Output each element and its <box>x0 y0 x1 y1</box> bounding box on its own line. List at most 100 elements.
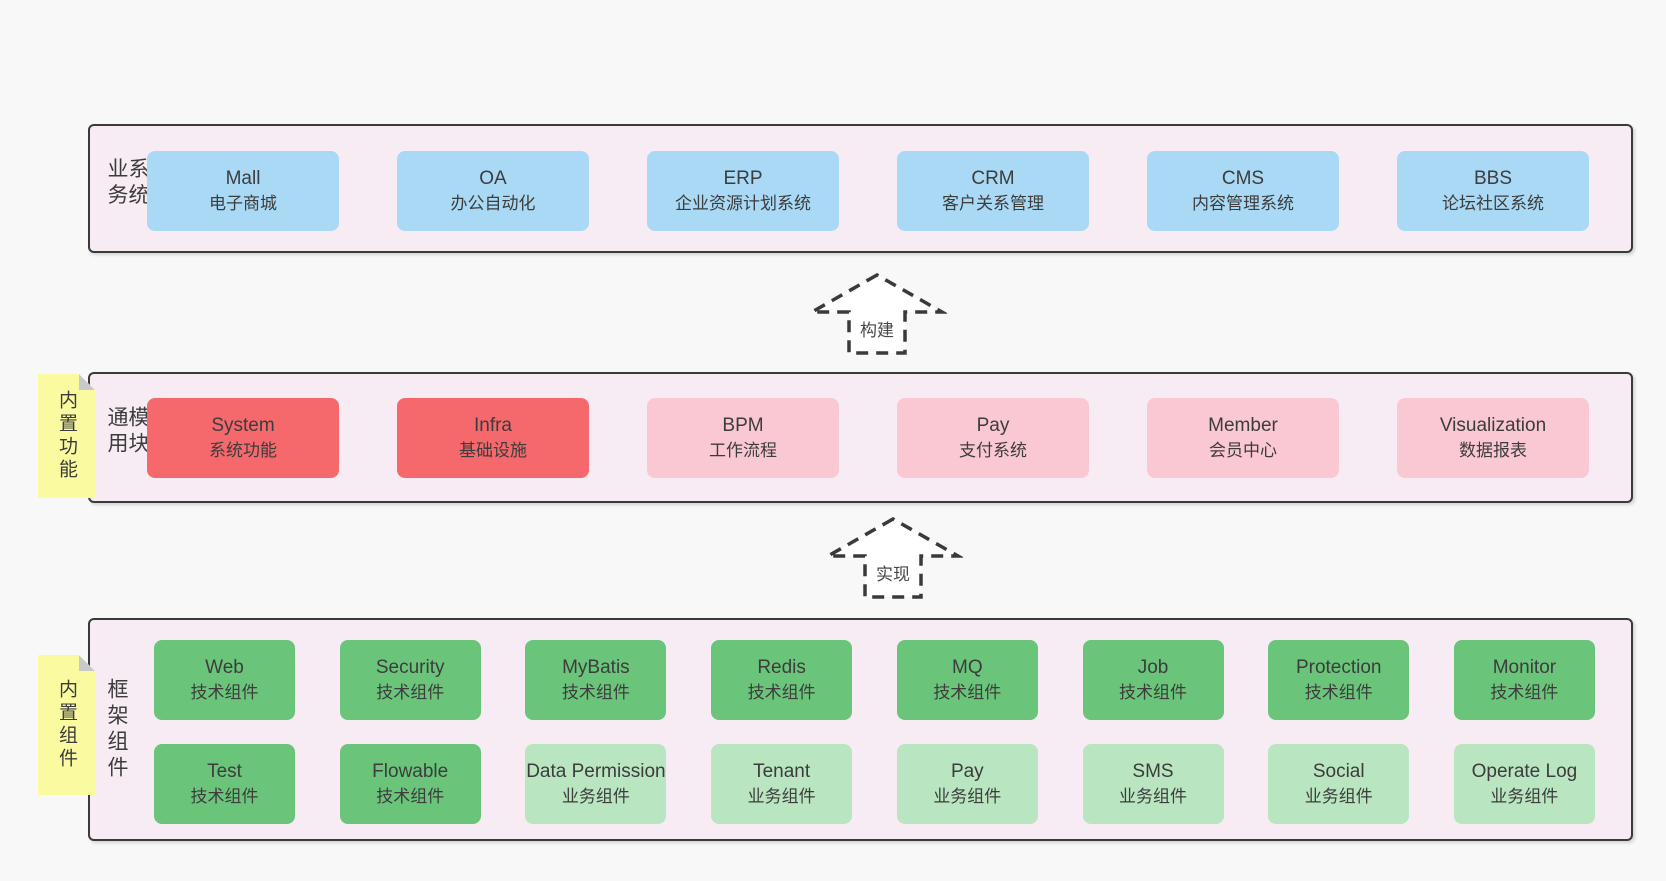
build-arrow-icon: 构建 <box>805 272 949 356</box>
box-title: Job <box>1137 656 1169 678</box>
box-mybatis: MyBatis 技术组件 <box>525 640 667 720</box>
implement-arrow-label: 实现 <box>873 560 913 585</box>
box-subtitle: 技术组件 <box>933 683 1002 703</box>
box-title: Tenant <box>753 760 811 782</box>
box-title: Web <box>205 656 244 678</box>
box-title: Flowable <box>372 760 449 782</box>
box-system: System 系统功能 <box>147 398 339 478</box>
box-social: Social 业务组件 <box>1268 744 1410 824</box>
box-title: SMS <box>1132 760 1174 782</box>
box-security: Security 技术组件 <box>339 640 481 720</box>
box-subtitle: 业务组件 <box>561 787 630 807</box>
sticky-note-label: 内置功能 <box>56 390 77 482</box>
box-subtitle: 工作流程 <box>709 441 777 461</box>
section-framework-components: 框架组件 Web 技术组件 Security 技术组件 MyBatis 技术组件… <box>88 618 1633 841</box>
box-title: ERP <box>723 167 763 189</box>
box-title: Test <box>207 760 242 782</box>
box-subtitle: 支付系统 <box>959 441 1027 461</box>
up-block-arrow-icon <box>805 272 949 355</box>
box-mall: Mall 电子商城 <box>147 151 339 231</box>
box-title: Redis <box>757 656 806 678</box>
box-visualization: Visualization 数据报表 <box>1397 398 1589 478</box>
box-subtitle: 业务组件 <box>1304 787 1373 807</box>
box-title: BBS <box>1473 167 1513 189</box>
box-subtitle: 技术组件 <box>1304 683 1373 703</box>
box-subtitle: 业务组件 <box>747 787 816 807</box>
section-business-systems: 业务系统 Mall 电子商城 OA 办公自动化 ERP 企业资源计划系统 CRM… <box>88 124 1633 253</box>
box-title: Infra <box>473 414 513 436</box>
box-subtitle: 技术组件 <box>1490 683 1559 703</box>
box-title: Member <box>1208 414 1278 436</box>
box-subtitle: 技术组件 <box>376 787 445 807</box>
box-sms: SMS 业务组件 <box>1082 744 1224 824</box>
box-crm: CRM 客户关系管理 <box>897 151 1089 231</box>
sticky-note-builtin-components: 内置组件 <box>38 655 95 795</box>
box-web: Web 技术组件 <box>154 640 295 720</box>
box-subtitle: 技术组件 <box>1119 683 1188 703</box>
box-bbs: BBS 论坛社区系统 <box>1397 151 1589 231</box>
box-title: MQ <box>952 656 983 678</box>
box-subtitle: 技术组件 <box>190 787 259 807</box>
section-business-label: 业务系统 <box>105 157 149 210</box>
up-block-arrow-icon <box>821 516 965 599</box>
box-job: Job 技术组件 <box>1082 640 1224 720</box>
box-member: Member 会员中心 <box>1147 398 1339 478</box>
section-common-modules: 通用模块 System 系统功能 Infra 基础设施 BPM 工作流程 Pay… <box>88 372 1633 503</box>
box-title: Security <box>375 656 445 678</box>
box-subtitle: 基础设施 <box>459 441 527 461</box>
box-protection: Protection 技术组件 <box>1268 640 1410 720</box>
box-title: Visualization <box>1439 414 1547 436</box>
modules-boxes-row: System 系统功能 Infra 基础设施 BPM 工作流程 Pay 支付系统… <box>147 398 1589 478</box>
box-redis: Redis 技术组件 <box>711 640 853 720</box>
box-subtitle: 办公自动化 <box>450 194 536 214</box>
box-title: Monitor <box>1492 656 1557 678</box>
box-subtitle: 会员中心 <box>1209 441 1277 461</box>
box-mq: MQ 技术组件 <box>896 640 1038 720</box>
sticky-note-builtin-functions: 内置功能 <box>38 374 95 498</box>
section-framework-label: 框架组件 <box>105 677 128 782</box>
box-title: MyBatis <box>562 656 630 678</box>
framework-row-1: Web 技术组件 Security 技术组件 MyBatis 技术组件 Redi… <box>154 640 1595 720</box>
box-title: BPM <box>722 414 764 436</box>
box-cms: CMS 内容管理系统 <box>1147 151 1339 231</box>
box-title: Protection <box>1295 656 1382 678</box>
box-subtitle: 内容管理系统 <box>1192 194 1294 214</box>
box-title: Pay <box>950 760 984 782</box>
box-pay-business: Pay 业务组件 <box>896 744 1038 824</box>
box-data-permission: Data Permission 业务组件 <box>525 744 667 824</box>
box-title: Operate Log <box>1471 760 1578 782</box>
box-title: OA <box>479 167 507 189</box>
box-subtitle: 技术组件 <box>190 683 259 703</box>
box-title: Social <box>1312 760 1365 782</box>
box-title: System <box>211 414 275 436</box>
box-subtitle: 电子商城 <box>209 194 277 214</box>
box-bpm: BPM 工作流程 <box>647 398 839 478</box>
box-title: CRM <box>971 167 1015 189</box>
box-subtitle: 客户关系管理 <box>942 194 1044 214</box>
box-subtitle: 企业资源计划系统 <box>675 194 811 214</box>
box-erp: ERP 企业资源计划系统 <box>647 151 839 231</box>
implement-arrow-icon: 实现 <box>821 516 965 600</box>
box-infra: Infra 基础设施 <box>397 398 589 478</box>
box-subtitle: 系统功能 <box>209 441 277 461</box>
box-subtitle: 技术组件 <box>747 683 816 703</box>
box-oa: OA 办公自动化 <box>397 151 589 231</box>
build-arrow-label: 构建 <box>857 316 897 341</box>
box-title: CMS <box>1221 167 1265 189</box>
box-title: Data Permission <box>526 760 666 782</box>
box-subtitle: 业务组件 <box>1490 787 1559 807</box>
box-subtitle: 数据报表 <box>1459 441 1527 461</box>
box-title: Pay <box>976 414 1010 436</box>
box-subtitle: 业务组件 <box>1119 787 1188 807</box>
box-flowable: Flowable 技术组件 <box>339 744 481 824</box>
box-operate-log: Operate Log 业务组件 <box>1453 744 1595 824</box>
business-boxes-row: Mall 电子商城 OA 办公自动化 ERP 企业资源计划系统 CRM 客户关系… <box>147 151 1589 231</box>
section-modules-label: 通用模块 <box>105 405 149 458</box>
box-pay: Pay 支付系统 <box>897 398 1089 478</box>
box-subtitle: 业务组件 <box>933 787 1002 807</box>
sticky-note-label: 内置组件 <box>56 679 77 771</box>
box-monitor: Monitor 技术组件 <box>1453 640 1595 720</box>
framework-row-2: Test 技术组件 Flowable 技术组件 Data Permission … <box>154 744 1595 824</box>
box-subtitle: 技术组件 <box>376 683 445 703</box>
box-tenant: Tenant 业务组件 <box>711 744 853 824</box>
